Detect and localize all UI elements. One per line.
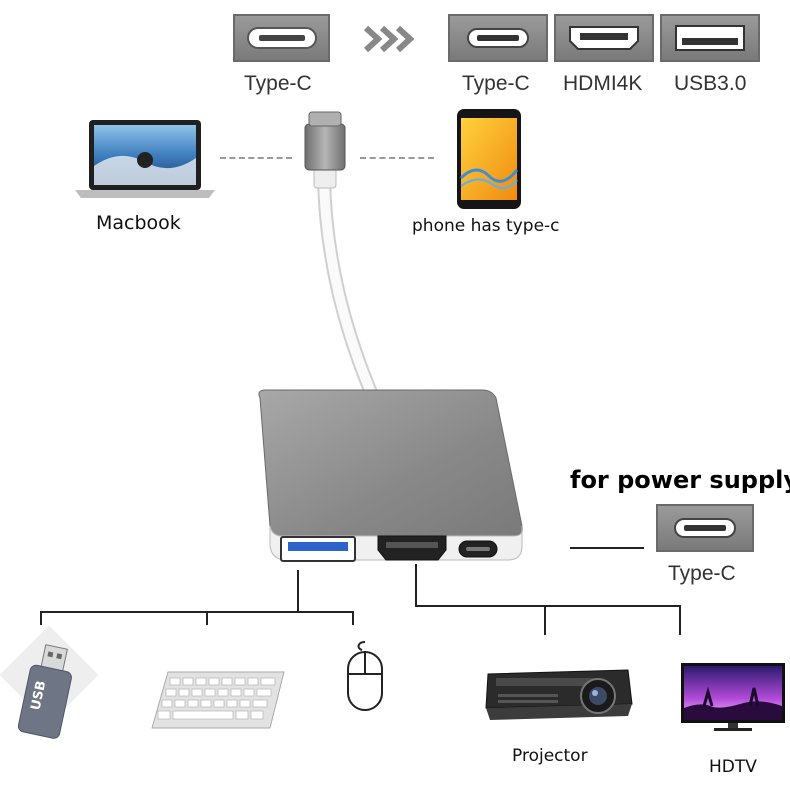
power-supply-link — [570, 547, 644, 549]
laptop-icon — [75, 120, 215, 198]
output-usb-a-port-box — [660, 14, 760, 62]
output-type-c-label: Type-C — [462, 72, 530, 95]
phone-label: phone has type-c — [412, 216, 560, 236]
hdmi-drop-1 — [544, 605, 546, 635]
output-hdmi-label: HDMI4K — [563, 72, 643, 95]
output-hdmi-port-box — [554, 14, 654, 62]
usb-a-port-icon — [675, 25, 745, 51]
usb-c-port-icon — [467, 28, 529, 48]
phone-icon — [457, 109, 521, 209]
usb-c-port-icon — [674, 518, 736, 538]
power-type-c-port-box — [656, 504, 754, 552]
type-c-cable — [304, 111, 379, 400]
hub-hdmi-port-icon[interactable] — [376, 534, 448, 562]
chevrons-right-icon — [363, 25, 415, 53]
usb-drop-2 — [206, 611, 208, 625]
tv-icon — [681, 663, 785, 731]
hdmi-branch-horizontal — [415, 605, 681, 607]
projector-icon — [485, 669, 633, 720]
input-type-c-port-box — [233, 14, 330, 62]
mouse-icon — [347, 641, 383, 711]
projector-label: Projector — [512, 746, 588, 766]
usb-drop-3 — [352, 611, 354, 625]
usb-drop-1 — [40, 611, 42, 625]
hub-usb3-port-icon[interactable] — [280, 536, 356, 562]
hub-usb-c-port-icon[interactable] — [458, 540, 498, 558]
output-usb-a-label: USB3.0 — [674, 72, 747, 95]
power-supply-heading: for power supply — [570, 466, 790, 494]
hdmi-branch-vertical — [415, 564, 417, 606]
output-type-c-port-box — [448, 14, 548, 62]
input-type-c-label: Type-C — [244, 72, 312, 95]
power-type-c-label: Type-C — [668, 562, 736, 585]
usb-branch-vertical — [297, 570, 299, 612]
laptop-dashed-link — [220, 157, 292, 159]
usb-c-port-icon — [246, 27, 317, 49]
hdmi-drop-2 — [679, 605, 681, 635]
tv-label: HDTV — [709, 757, 757, 777]
usb-branch-horizontal — [40, 611, 354, 613]
usb-drive-icon — [17, 644, 72, 739]
keyboard-icon — [151, 671, 285, 729]
hdmi-port-icon — [569, 26, 639, 50]
laptop-label: Macbook — [96, 212, 181, 234]
phone-dashed-link — [360, 157, 434, 159]
